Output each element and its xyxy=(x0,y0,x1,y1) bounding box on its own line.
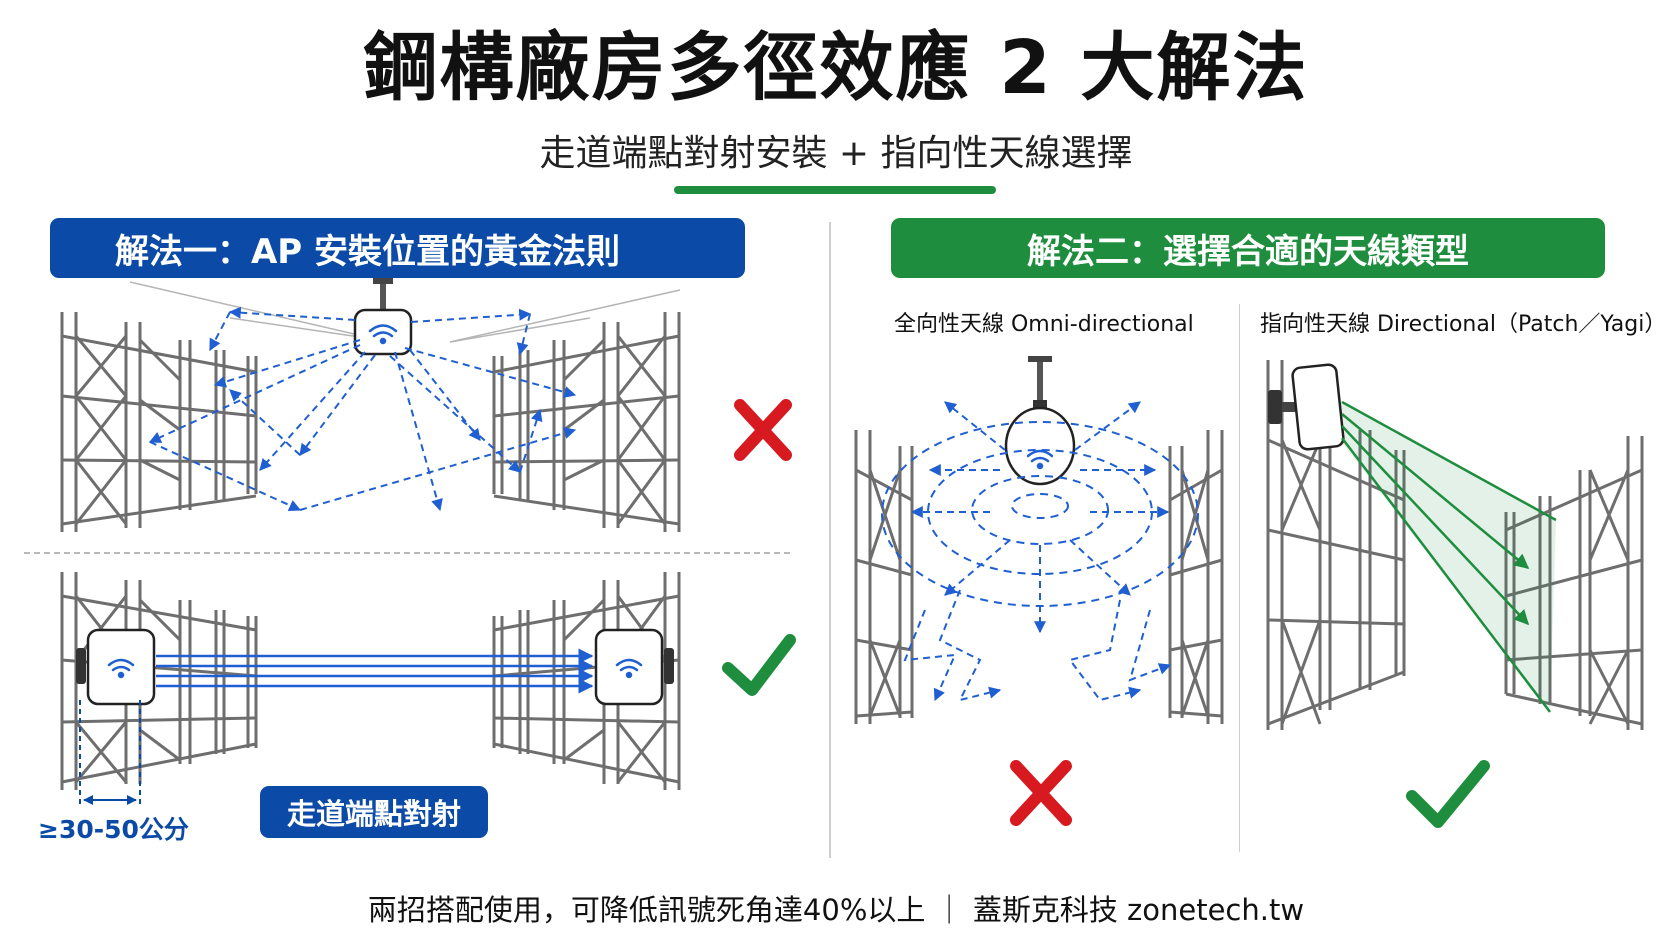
access-point-icon xyxy=(1004,356,1076,486)
directional-antenna-label: 指向性天線 Directional（Patch／Yagi） xyxy=(1260,312,1667,337)
patch-antenna-icon xyxy=(1268,363,1345,451)
access-point-icon xyxy=(594,628,674,706)
check-icon xyxy=(1406,760,1490,828)
distance-label: ≥30-50公分 xyxy=(38,815,189,844)
omni-antenna-label: 全向性天線 Omni-directional xyxy=(894,312,1194,337)
footer-caption: 兩招搭配使用，可降低訊號死角達40%以上 ｜ 蓋斯克科技 zonetech.tw xyxy=(367,893,1305,927)
wifi-icon xyxy=(1026,449,1054,470)
access-point-icon xyxy=(353,278,413,356)
access-point-icon xyxy=(76,628,156,706)
column-divider xyxy=(829,222,831,858)
cross-icon xyxy=(1010,760,1072,826)
solution-two-banner: 解法二：選擇合適的天線類型 xyxy=(891,218,1605,278)
wifi-icon xyxy=(368,324,398,345)
scenario-omni-antenna xyxy=(854,356,1224,826)
wifi-icon xyxy=(615,658,643,679)
solution-one-banner: 解法一：AP 安裝位置的黃金法則 xyxy=(50,218,745,278)
method-label: 走道端點對射 xyxy=(260,786,488,838)
rack-left xyxy=(60,312,258,532)
page-title: 鋼構廠房多徑效應 2 大解法 xyxy=(363,25,1309,111)
antenna-divider xyxy=(1239,304,1240,852)
wifi-icon xyxy=(107,658,135,679)
rack-right xyxy=(492,312,681,532)
title-underline xyxy=(674,186,996,194)
check-icon xyxy=(722,634,796,696)
scenario-ceiling-ap xyxy=(60,278,792,532)
cross-icon xyxy=(734,399,792,461)
scenario-directional-antenna xyxy=(1266,360,1644,828)
page-subtitle: 走道端點對射安裝 + 指向性天線選擇 xyxy=(539,133,1133,174)
scenario-end-to-end xyxy=(60,572,796,808)
scenario-divider xyxy=(24,552,790,554)
